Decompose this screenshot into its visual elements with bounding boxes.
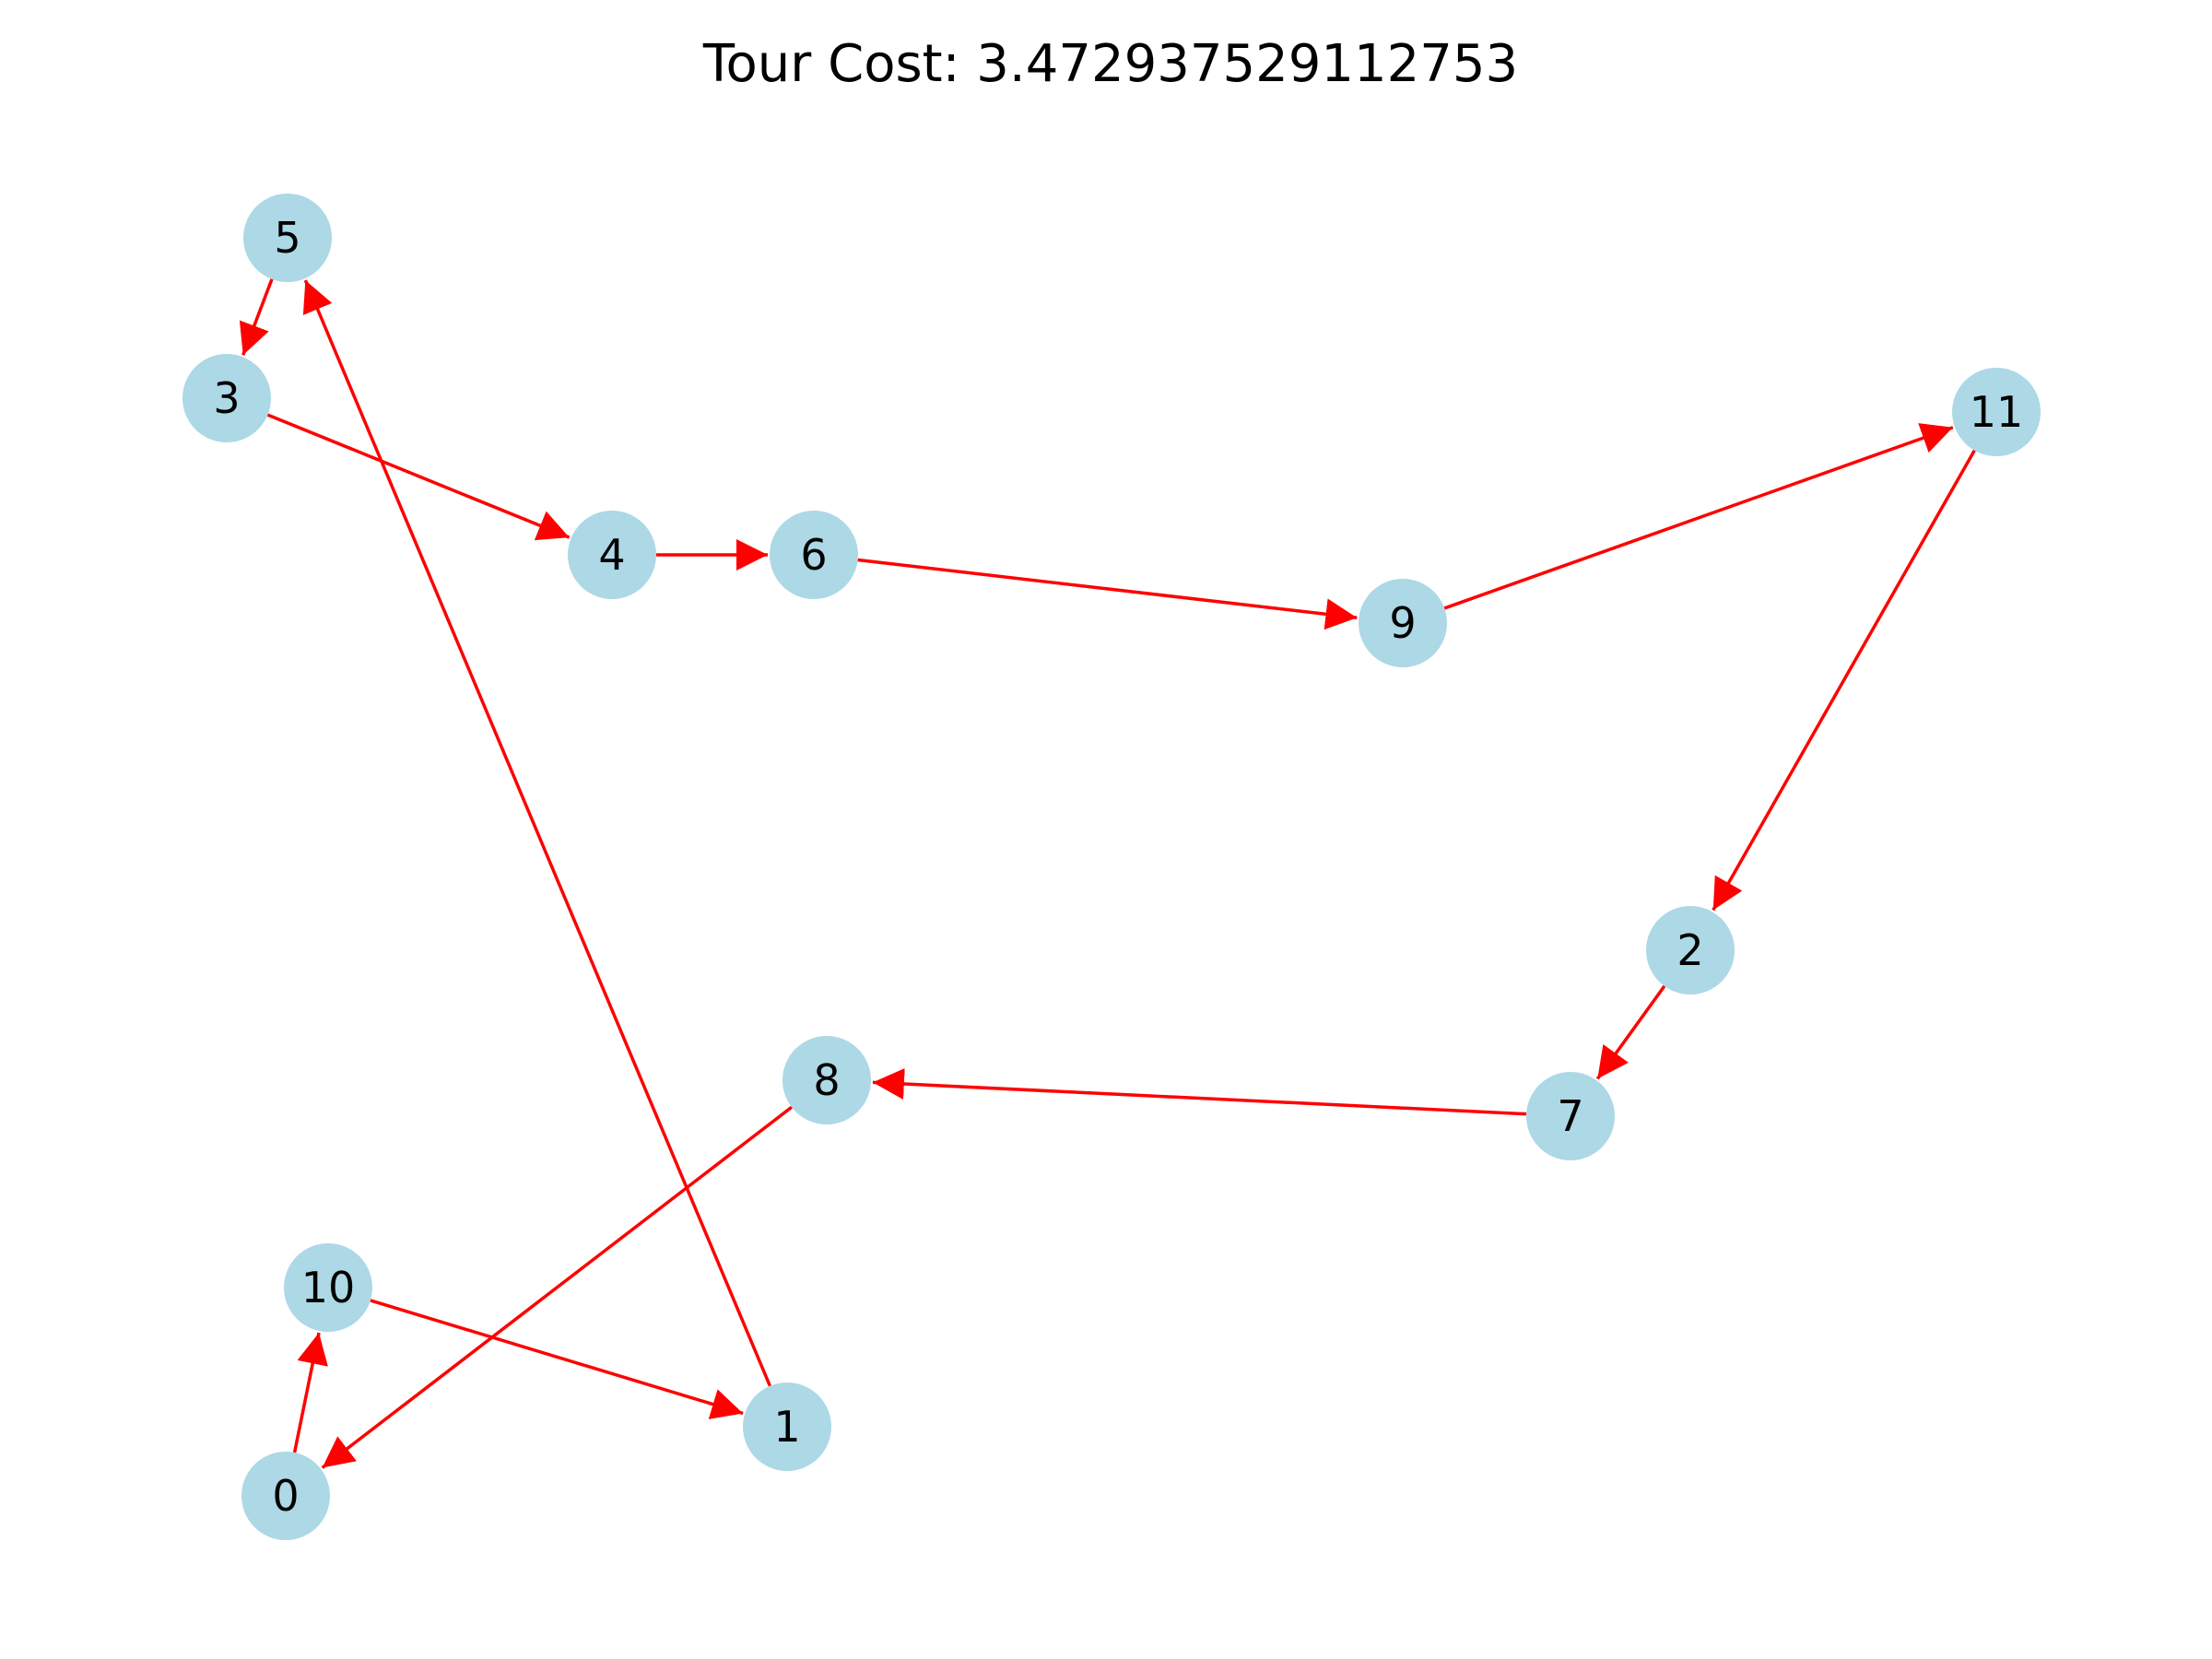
edges-layer <box>239 278 1976 1469</box>
node-0: 0 <box>241 1452 330 1540</box>
node-6: 6 <box>770 511 858 599</box>
edge-10-to-1 <box>370 1299 744 1419</box>
node-11: 11 <box>1952 368 2041 456</box>
node-label-5: 5 <box>274 213 300 263</box>
edge-2-to-7 <box>1595 984 1666 1080</box>
node-circle-7 <box>1526 1072 1615 1160</box>
node-label-3: 3 <box>213 373 240 423</box>
node-circle-6 <box>770 511 858 599</box>
edge-9-to-11 <box>1443 423 1954 610</box>
node-label-6: 6 <box>800 530 827 580</box>
node-circle-3 <box>182 354 271 442</box>
node-label-9: 9 <box>1389 598 1416 648</box>
node-label-11: 11 <box>1970 387 2024 437</box>
nodes-layer: 0 1 2 3 4 5 6 7 8 9 10 11 <box>182 194 2041 1540</box>
node-8: 8 <box>782 1036 871 1124</box>
node-4: 4 <box>568 511 656 599</box>
node-circle-8 <box>782 1036 871 1124</box>
edge-1-to-5 <box>302 279 772 1387</box>
edge-11-to-2 <box>1712 449 1976 912</box>
node-label-1: 1 <box>773 1402 800 1452</box>
node-label-0: 0 <box>272 1471 299 1521</box>
node-label-2: 2 <box>1677 925 1703 975</box>
node-label-4: 4 <box>598 530 625 580</box>
node-circle-4 <box>568 511 656 599</box>
node-circle-10 <box>284 1243 372 1332</box>
node-9: 9 <box>1359 579 1447 667</box>
node-circle-2 <box>1646 906 1735 994</box>
edge-0-to-10 <box>292 1332 328 1453</box>
node-10: 10 <box>284 1243 372 1332</box>
node-label-8: 8 <box>813 1055 840 1105</box>
node-7: 7 <box>1526 1072 1615 1160</box>
node-label-10: 10 <box>301 1263 356 1312</box>
graph-title: Tour Cost: 3.472937529112753 <box>702 34 1518 94</box>
edge-7-to-8 <box>872 1068 1527 1116</box>
edge-8-to-0 <box>321 1105 794 1469</box>
edge-6-to-9 <box>857 558 1358 630</box>
node-1: 1 <box>743 1382 831 1471</box>
node-circle-11 <box>1952 368 2041 456</box>
node-2: 2 <box>1646 906 1735 994</box>
node-3: 3 <box>182 354 271 442</box>
node-circle-0 <box>241 1452 330 1540</box>
edge-3-to-4 <box>266 413 571 541</box>
node-label-7: 7 <box>1557 1091 1583 1141</box>
node-circle-9 <box>1359 579 1447 667</box>
node-5: 5 <box>243 194 332 282</box>
node-circle-5 <box>243 194 332 282</box>
edge-5-to-3 <box>239 278 274 356</box>
node-circle-1 <box>743 1382 831 1471</box>
